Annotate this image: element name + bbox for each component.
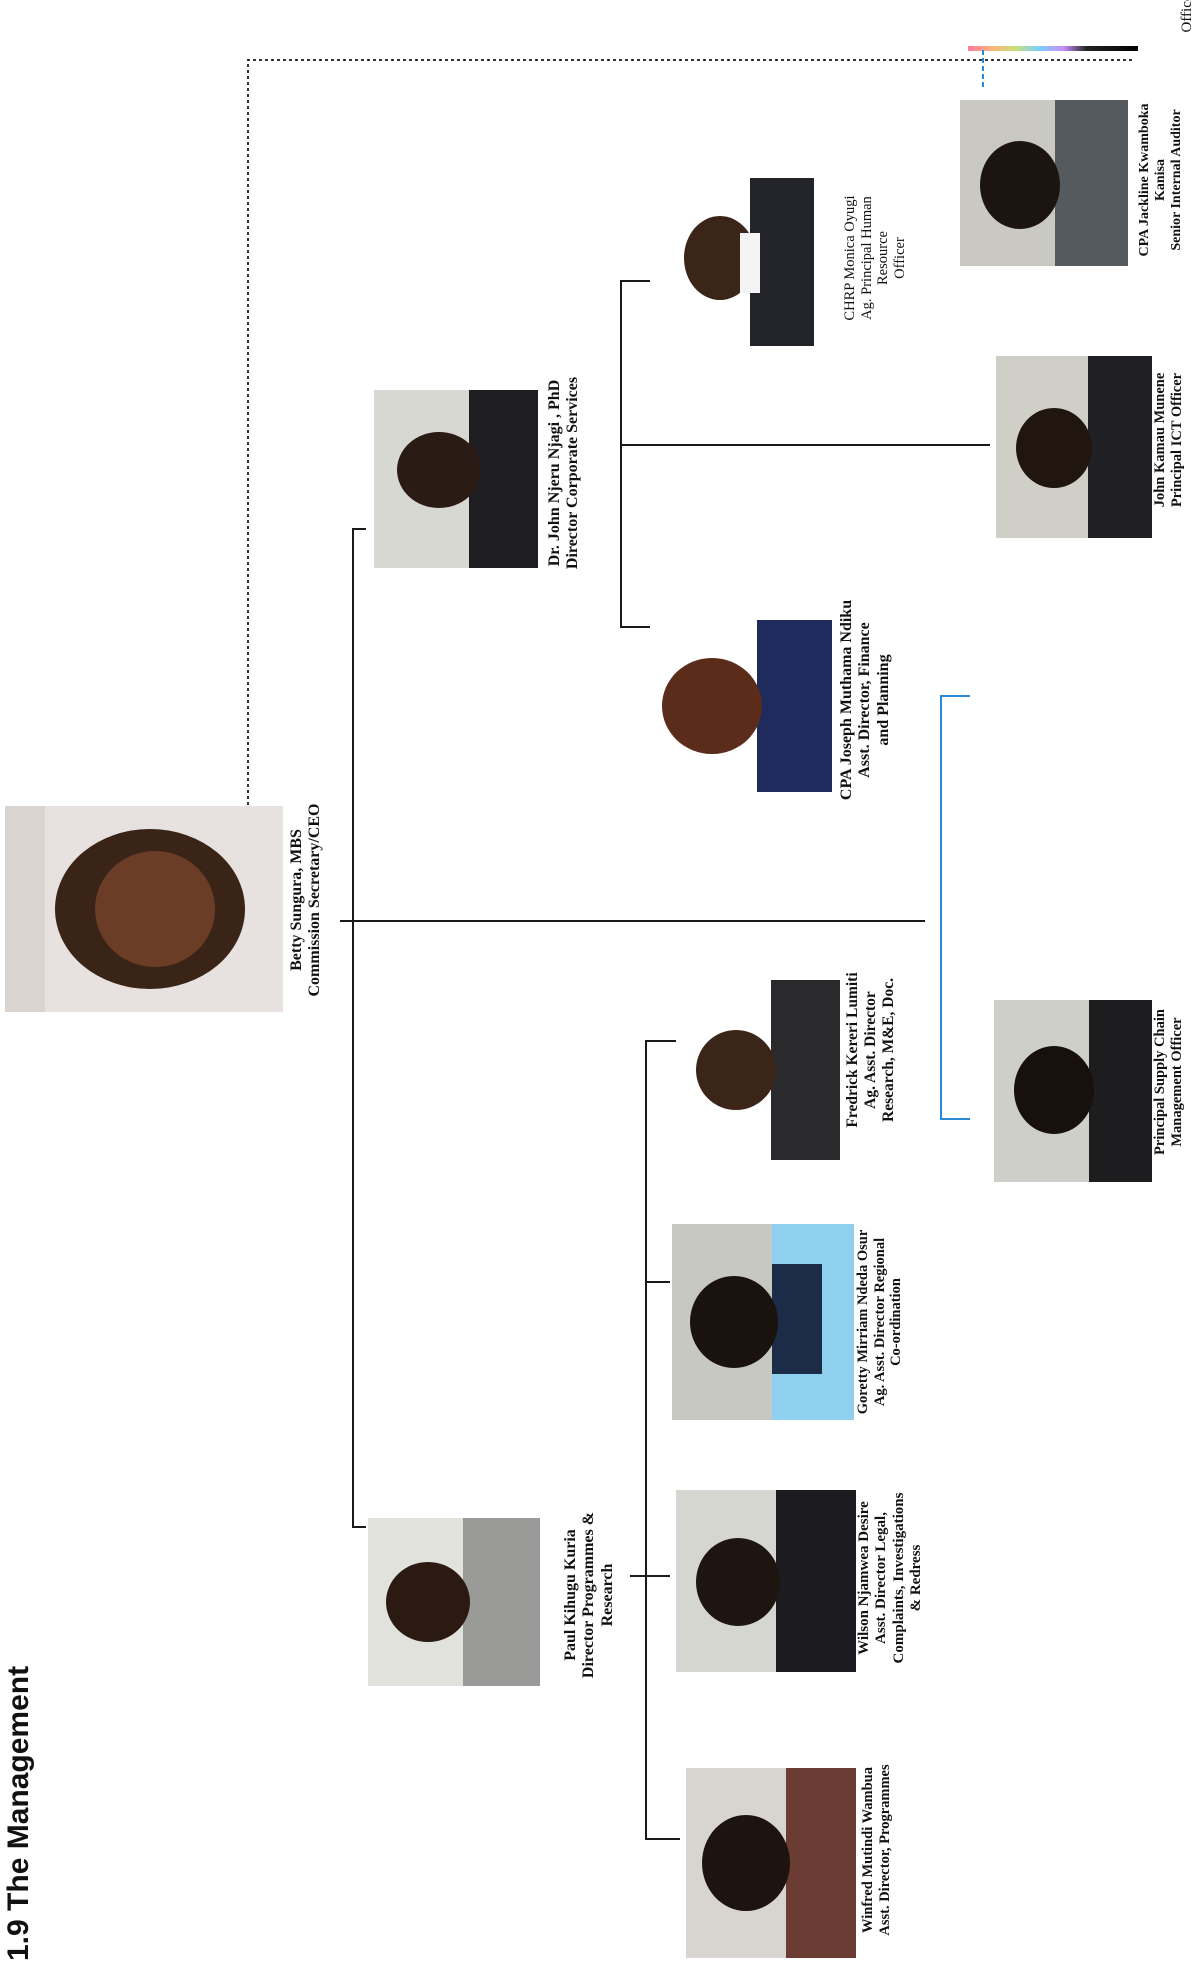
auditor-caption: CPA Jackline Kwamboka Kanisa Senior Inte… <box>1137 97 1193 263</box>
ict-photo <box>996 356 1152 538</box>
connector-dir-corp <box>352 528 366 530</box>
legal-photo <box>676 1490 856 1672</box>
connector-supply-top <box>940 695 970 697</box>
ceo-role: Commission Secretary/CEO <box>306 803 324 997</box>
programmes-role: Asst. Director, Programmes <box>876 1764 893 1936</box>
connector-hr <box>620 280 650 282</box>
dir-corp-role: Director Corporate Services <box>564 376 582 570</box>
hr-role-1: Ag. Principal Human Resource <box>858 196 892 320</box>
ceo-caption: Betty Sungura, MBS Commission Secretary/… <box>288 790 328 1010</box>
dir-prog-caption: Paul Kihugu Kuria Director Programmes & … <box>562 1500 618 1690</box>
finance-photo <box>652 620 832 792</box>
programmes-name: Winfred Mutindi Wambua <box>860 1767 876 1933</box>
research-photo <box>676 980 840 1160</box>
research-name: Fredrick Kereri Lumiti <box>844 972 861 1128</box>
connector-finance <box>620 626 650 628</box>
auditor-role-2: Senior Internal Auditor <box>1169 109 1185 251</box>
regional-name: Goretty Mirriam Ndeda Osur <box>855 1229 871 1415</box>
connector-spine <box>352 528 354 1528</box>
supply-photo <box>994 1000 1152 1182</box>
hr-caption: CHRP Monica Oyugi Ag. Principal Human Re… <box>842 168 908 348</box>
regional-role-2: Co-ordination <box>888 1278 905 1366</box>
ict-caption: John Kamau Munene Principal ICT Officer <box>1152 355 1192 525</box>
regional-role-1: Ag. Asst. Director Regional <box>871 1237 888 1407</box>
dir-corp-caption: Dr. John Njeru Njagi , PhD Director Corp… <box>546 373 586 573</box>
auditor-name: CPA Jackline Kwamboka <box>1137 103 1152 257</box>
connector-supply-spine <box>940 695 942 1120</box>
programmes-caption: Winfred Mutindi Wambua Asst. Director, P… <box>860 1750 900 1950</box>
regional-caption: Goretty Mirriam Ndeda Osur Ag. Asst. Dir… <box>855 1212 911 1432</box>
legal-caption: Wilson Njamwea Desire Asst. Director Leg… <box>856 1483 928 1673</box>
connector-prog-spine <box>645 1040 647 1840</box>
connector-research <box>645 1040 680 1042</box>
legal-role-2: Complaints, Investigations <box>890 1492 907 1664</box>
auditor-photo <box>960 100 1128 266</box>
dir-prog-role-2: Research <box>598 1563 616 1627</box>
officer-label: Officer <box>1179 0 1195 33</box>
hr-role-2: Officer <box>892 237 909 279</box>
connector-ict <box>620 444 990 446</box>
dir-corp-photo <box>374 390 538 568</box>
connector-dir-prog <box>352 1526 366 1528</box>
ceo-photo <box>5 806 283 1012</box>
page-title: 1.9 The Management <box>2 1665 35 1961</box>
hr-photo <box>660 178 814 346</box>
legal-role-1: Asst. Director Legal, <box>873 1512 890 1644</box>
hr-name: CHRP Monica Oyugi <box>842 195 858 321</box>
finance-name: CPA Joseph Muthama Ndiku <box>838 599 855 801</box>
dir-prog-name: Paul Kihugu Kuria <box>562 1529 579 1661</box>
connector-ceo-main <box>340 920 925 922</box>
dotted-connector <box>247 50 1135 805</box>
connector-programmes <box>645 1838 680 1840</box>
ceo-name: Betty Sungura, MBS <box>288 829 305 971</box>
supply-caption: Principal Supply Chain Management Office… <box>1152 997 1192 1167</box>
regional-photo <box>672 1224 854 1420</box>
connector-legal <box>630 1575 670 1577</box>
dir-prog-role-1: Director Programmes & <box>580 1511 598 1679</box>
dir-prog-photo <box>368 1518 540 1686</box>
research-role-1: Ag. Asst. Director <box>861 991 879 1109</box>
supply-role-2: Management Officer <box>1168 1017 1185 1147</box>
supply-role-1: Principal Supply Chain <box>1152 1009 1168 1155</box>
research-caption: Fredrick Kereri Lumiti Ag. Asst. Directo… <box>844 950 900 1150</box>
programmes-photo <box>686 1768 856 1958</box>
legal-role-3: & Redress <box>907 1544 924 1612</box>
finance-role-2: and Planning <box>874 654 892 746</box>
color-strip <box>968 46 1138 51</box>
legal-name: Wilson Njamwea Desire <box>856 1501 872 1655</box>
connector-regional <box>645 1281 670 1283</box>
finance-caption: CPA Joseph Muthama Ndiku Asst. Director,… <box>838 590 898 810</box>
auditor-role-1: Kanisa <box>1153 159 1169 202</box>
research-role-2: Research, M&E, Doc. <box>879 978 897 1122</box>
connector-supply-bottom <box>940 1118 970 1120</box>
ict-name: John Kamau Munene <box>1152 372 1168 508</box>
finance-role-1: Asst. Director, Finance <box>856 622 874 778</box>
dir-corp-name: Dr. John Njeru Njagi , PhD <box>546 379 563 567</box>
ict-role: Principal ICT Officer <box>1168 372 1185 508</box>
connector-corp-spine <box>620 280 622 628</box>
